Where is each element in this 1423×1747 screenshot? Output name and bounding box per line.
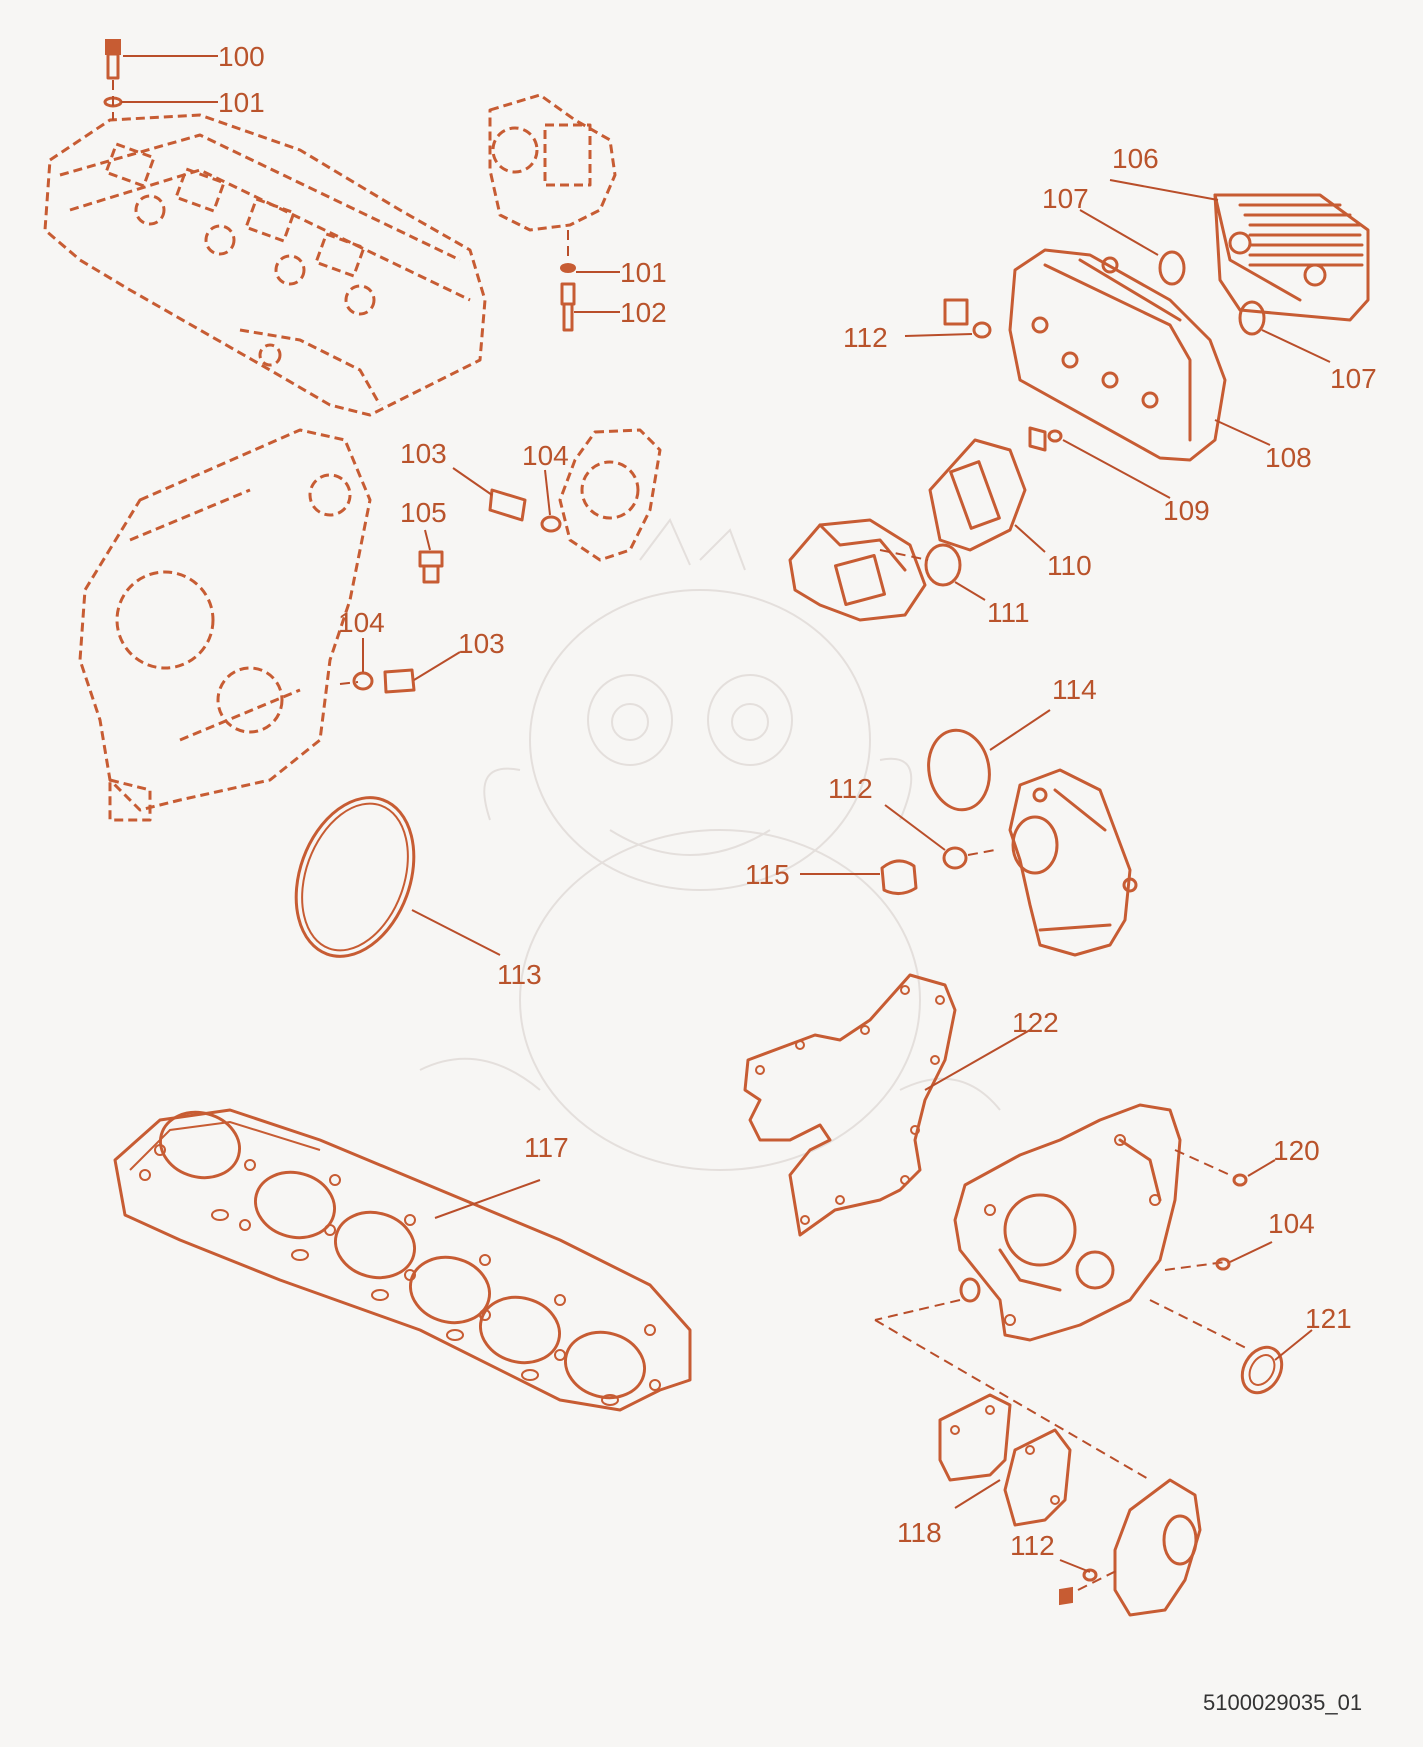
callout-101-mid: 101 xyxy=(620,257,667,288)
callout-104-lower: 104 xyxy=(338,607,385,638)
callout-115: 115 xyxy=(745,859,790,890)
parts-103-104-105 xyxy=(339,488,562,694)
callout-102: 102 xyxy=(620,297,667,328)
crank-seal-121 xyxy=(1240,1345,1284,1395)
head-gasket xyxy=(113,1108,692,1412)
watermark-mascot xyxy=(419,518,1001,1171)
oil-filter-housing xyxy=(1008,248,1227,462)
water-pump-bottom xyxy=(1059,1478,1202,1617)
callout-120: 120 xyxy=(1273,1135,1320,1166)
callout-122: 122 xyxy=(1012,1007,1059,1038)
callout-104-right: 104 xyxy=(1268,1208,1315,1239)
callout-106: 106 xyxy=(1112,143,1159,174)
cylinder-head xyxy=(43,113,487,417)
callout-100: 100 xyxy=(218,41,265,72)
front-cover-gasket xyxy=(743,973,957,1237)
callout-113: 113 xyxy=(497,959,542,990)
throttle-body xyxy=(488,93,617,262)
thermostat-housing xyxy=(928,438,1027,552)
callout-101-top: 101 xyxy=(218,87,265,118)
callout-103-lower: 103 xyxy=(458,628,505,659)
plug-112-upper xyxy=(943,298,992,339)
callout-117: 117 xyxy=(524,1132,569,1163)
drawing-number: 5100029035_01 xyxy=(1203,1690,1362,1715)
callout-105: 105 xyxy=(400,497,447,528)
part-100-sensor xyxy=(103,39,123,120)
callout-112-bottom: 112 xyxy=(1010,1530,1055,1561)
elbow-outlet xyxy=(788,518,927,622)
callout-107-right: 107 xyxy=(1330,363,1377,394)
seal-ring-111 xyxy=(879,543,962,587)
large-o-ring-113 xyxy=(294,796,416,958)
part-102-sensor xyxy=(560,263,576,332)
callout-110: 110 xyxy=(1047,550,1092,581)
water-pump-housing xyxy=(558,428,662,562)
oil-cooler-core xyxy=(1213,193,1370,322)
callout-104-upper: 104 xyxy=(522,440,569,471)
callout-109: 109 xyxy=(1163,495,1210,526)
callout-121: 121 xyxy=(1305,1303,1352,1334)
cover-plate-and-gasket-118 xyxy=(874,1319,1151,1527)
callout-108: 108 xyxy=(1265,442,1312,473)
callout-118: 118 xyxy=(897,1517,942,1548)
callout-111: 111 xyxy=(987,597,1030,628)
callout-103-upper: 103 xyxy=(400,438,447,469)
gasket-holes xyxy=(139,1144,661,1406)
oil-cooler-gaskets xyxy=(1158,250,1266,336)
timing-cover xyxy=(78,428,372,822)
sensor-109 xyxy=(1028,426,1063,452)
leader-lines xyxy=(121,55,1331,1573)
callout-112-top: 112 xyxy=(843,322,888,353)
callout-112-mid: 112 xyxy=(828,773,873,804)
small-rings-120-104 xyxy=(1215,1173,1248,1271)
callout-labels: 100 101 101 102 103 103 104 104 104 105 … xyxy=(218,41,1377,1561)
water-outlet-elbow xyxy=(1008,768,1138,957)
ring-114 xyxy=(927,728,991,812)
front-cover xyxy=(874,1103,1251,1351)
callout-107-top: 107 xyxy=(1042,183,1089,214)
plug-115 xyxy=(880,846,996,895)
callout-114: 114 xyxy=(1052,674,1097,705)
